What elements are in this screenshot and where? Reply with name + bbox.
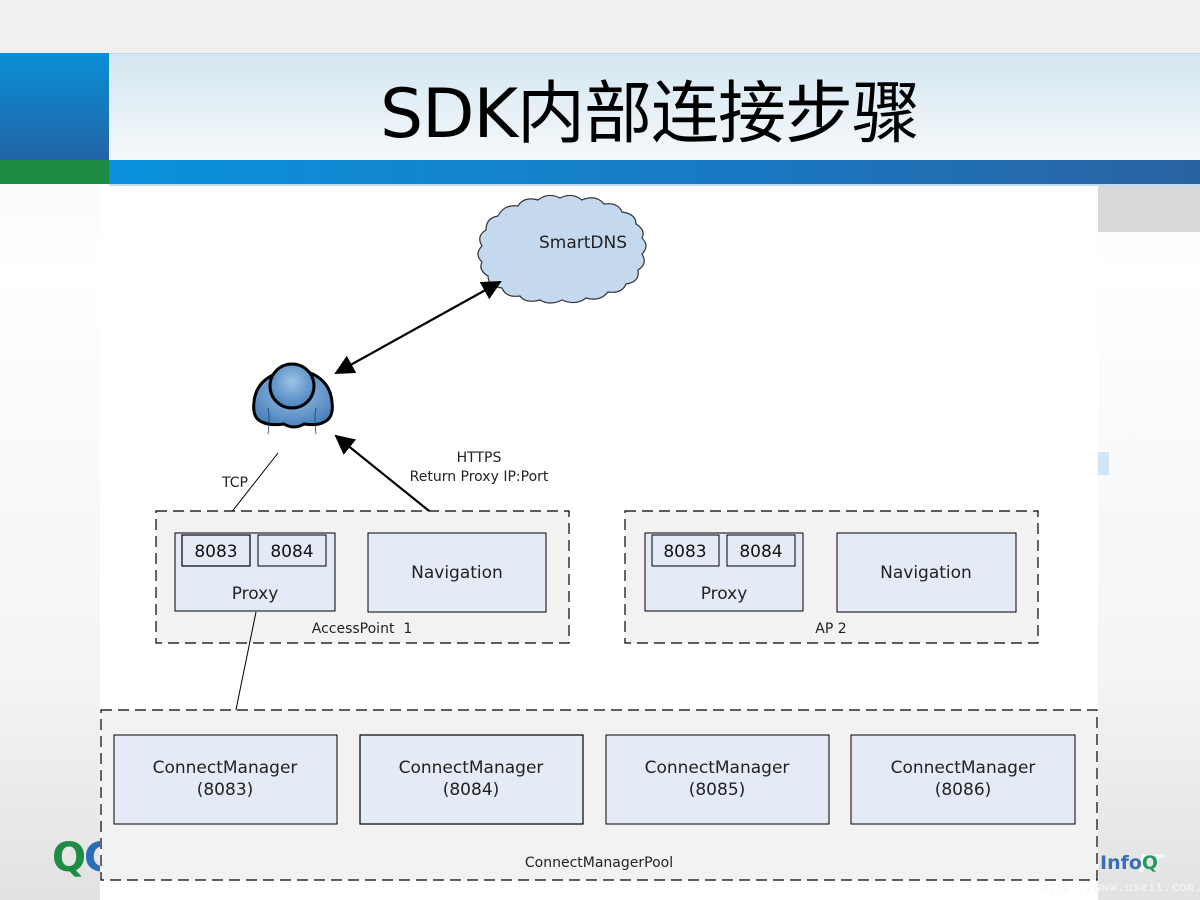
logo-q-green: Q xyxy=(52,835,87,881)
header-divider xyxy=(109,184,1200,186)
header-left-blue-block xyxy=(0,53,109,160)
title-band: SDK内部连接步骤 xyxy=(109,53,1200,161)
navigation-box: Navigation xyxy=(367,532,547,613)
connect-manager-name: ConnectManager xyxy=(645,758,790,778)
cloud-icon xyxy=(477,194,647,304)
connect-manager-port: (8083) xyxy=(197,780,254,800)
connect-manager-name: ConnectManager xyxy=(891,758,1036,778)
infoq-q: Q xyxy=(1141,852,1159,874)
connect-manager-port: (8085) xyxy=(689,780,746,800)
url-watermark: http://www.useit.com.cn xyxy=(1040,880,1200,894)
right-gray-block xyxy=(1098,186,1200,232)
port-label: 8083 xyxy=(194,542,237,562)
access-point-label: AccessPoint 1 xyxy=(312,621,413,637)
proxy-box: 8083 8084 Proxy xyxy=(644,532,804,612)
pool-label: ConnectManagerPool xyxy=(525,855,673,871)
port-8084-box xyxy=(257,534,327,567)
port-8083-box xyxy=(181,534,251,567)
header-blue-bar xyxy=(109,160,1200,184)
access-point-2: 8083 8084 Proxy Navigation AP 2 xyxy=(624,510,1039,644)
connect-manager-pool: ConnectManager (8083) ConnectManager (80… xyxy=(100,709,1098,881)
connect-manager-8086: ConnectManager (8086) xyxy=(850,734,1076,825)
proxy-box: 8083 8084 Proxy xyxy=(174,532,336,612)
access-point-1: 8083 8084 Proxy Navigation AccessPoint 1 xyxy=(155,510,570,644)
navigation-label: Navigation xyxy=(880,563,972,583)
port-8084-box xyxy=(726,534,796,567)
connect-manager-8085: ConnectManager (8085) xyxy=(605,734,830,825)
smartdns-cloud: SmartDNS xyxy=(477,194,647,304)
architecture-diagram: SmartDNS HTTPS Return Proxy IP:Port TCP … xyxy=(100,186,1098,900)
smartdns-label: SmartDNS xyxy=(539,233,627,253)
connect-manager-port: (8086) xyxy=(935,780,992,800)
port-label: 8083 xyxy=(663,542,706,562)
port-label: 8084 xyxy=(739,542,782,562)
connect-manager-name: ConnectManager xyxy=(153,758,298,778)
right-blue-mark xyxy=(1098,452,1109,475)
connect-manager-8084: ConnectManager (8084) xyxy=(359,734,584,825)
useit-watermark: IT xyxy=(1138,850,1164,878)
edge-user-smartdns xyxy=(334,281,502,374)
infoq-text: Info xyxy=(1100,852,1142,874)
port-8083-box xyxy=(651,534,720,567)
proxy-label: Proxy xyxy=(232,584,279,604)
top-strip xyxy=(0,0,1200,53)
access-point-label: AP 2 xyxy=(815,621,846,637)
connect-manager-8083: ConnectManager (8083) xyxy=(113,734,338,825)
slide-title: SDK内部连接步骤 xyxy=(379,75,920,154)
navigation-box: Navigation xyxy=(836,532,1017,613)
user-icon xyxy=(252,362,334,435)
connect-manager-name: ConnectManager xyxy=(399,758,544,778)
https-sublabel: Return Proxy IP:Port xyxy=(410,469,549,485)
proxy-label: Proxy xyxy=(701,584,748,604)
https-label: HTTPS xyxy=(457,450,502,466)
connect-manager-port: (8084) xyxy=(443,780,500,800)
navigation-label: Navigation xyxy=(411,563,503,583)
tcp-label: TCP xyxy=(221,475,248,491)
header-left-green-block xyxy=(0,160,109,184)
port-label: 8084 xyxy=(270,542,313,562)
infoq-watermark: InfoQ xyxy=(1100,854,1158,873)
